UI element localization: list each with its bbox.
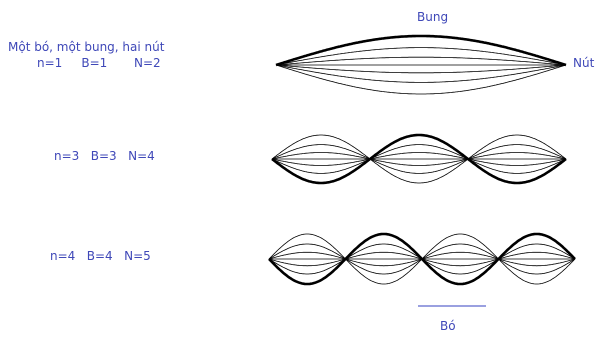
row3-values: n=4 B=4 N=5: [50, 249, 151, 263]
wave-envelope-2: [275, 47, 567, 66]
wave-envelope-3: [275, 56, 567, 66]
wave-diagram-2: [271, 133, 567, 185]
row1-values: n=1 B=1 N=2: [37, 56, 161, 70]
loop-label: Bó: [440, 319, 456, 333]
wave-envelope-5: [275, 64, 567, 83]
wave-envelope-6: [271, 133, 567, 185]
node-label: Nút: [573, 56, 595, 70]
standing-wave-description: Một bó, một bung, hai nút: [8, 40, 165, 54]
wave-envelope-2: [271, 144, 567, 174]
row2-values: n=3 B=3 N=4: [54, 149, 155, 163]
wave-envelope-4: [275, 64, 567, 74]
wave-envelope-1: [271, 134, 567, 184]
wave-envelope-3: [271, 152, 567, 166]
wave-envelope-5: [271, 144, 567, 174]
wave-diagram-3: [268, 232, 576, 286]
wave-envelope-6: [275, 64, 567, 95]
antinode-label: Bung: [417, 10, 449, 24]
wave-diagram-1: [275, 34, 567, 95]
wave-envelope-1: [275, 34, 567, 67]
wave-envelope-4: [271, 152, 567, 166]
